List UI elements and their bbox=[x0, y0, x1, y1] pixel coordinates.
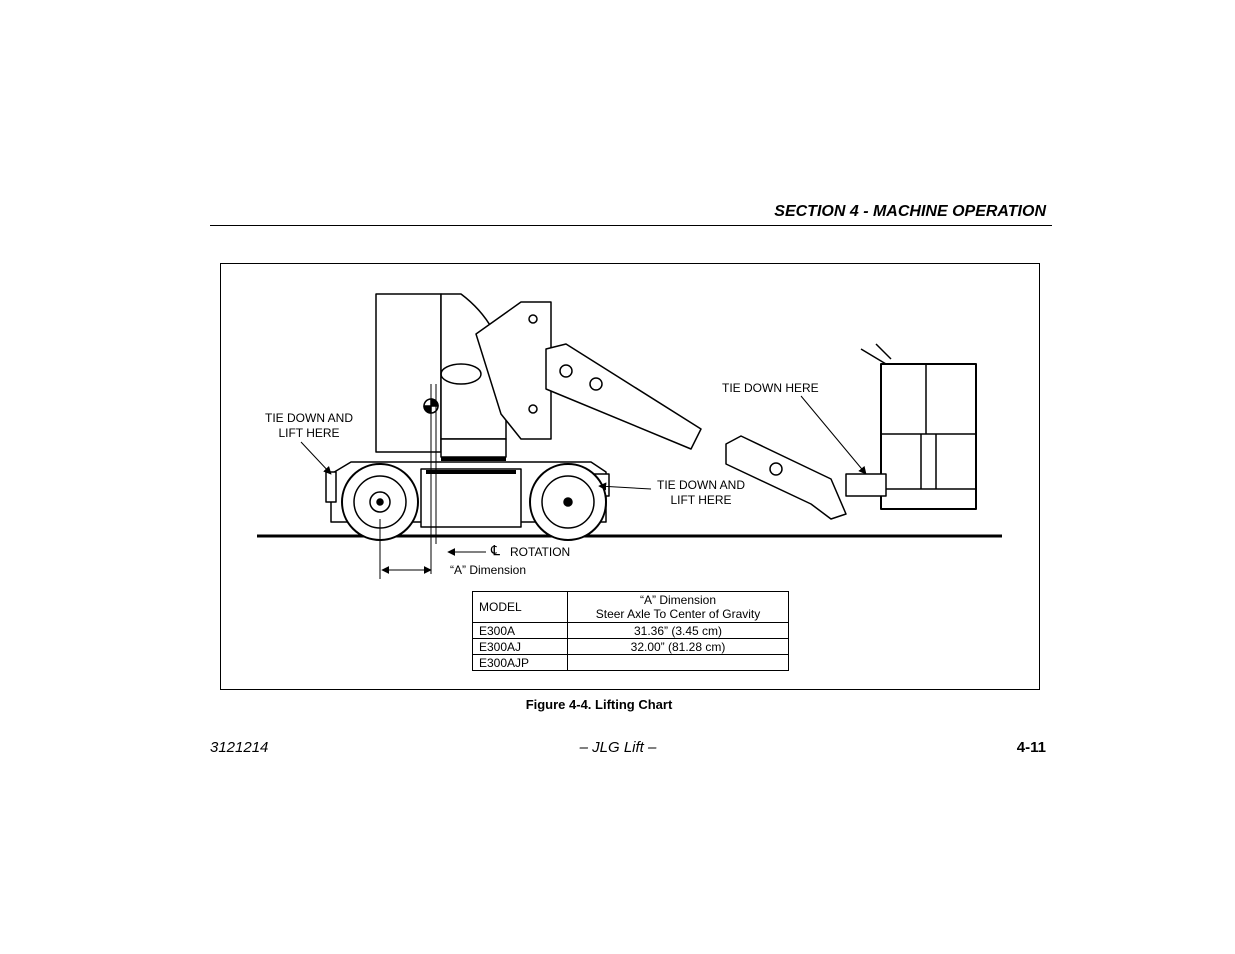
header-rule bbox=[210, 225, 1052, 226]
table-row: E300AJ 32.00” (81.28 cm) bbox=[472, 638, 789, 655]
table-row: E300A 31.36” (3.45 cm) bbox=[472, 622, 789, 639]
a-dimension-label: “A” Dimension bbox=[450, 563, 527, 577]
tie-down-here-label: TIE DOWN HERE bbox=[722, 381, 819, 395]
rotation-label: ROTATION bbox=[510, 545, 571, 559]
table-cell-model: E300A bbox=[472, 622, 568, 639]
table-cell-value: 31.36” (3.45 cm) bbox=[567, 622, 789, 639]
section-title: SECTION 4 - MACHINE OPERATION bbox=[774, 203, 1046, 220]
table-cell-value: 32.00” (81.28 cm) bbox=[567, 638, 789, 655]
tie-down-lift-right-label: TIE DOWN AND LIFT HERE bbox=[656, 478, 745, 507]
doc-number: 3121214 bbox=[210, 739, 269, 756]
table-row: E300AJP bbox=[472, 654, 789, 671]
boom-lift-drawing bbox=[257, 293, 1002, 579]
table-header-dimension: “A” Dimension Steer Axle To Center of Gr… bbox=[567, 591, 789, 623]
centerline-symbol: ℄ bbox=[491, 542, 500, 558]
table-cell-model: E300AJ bbox=[472, 638, 568, 655]
figure-caption: Figure 4-4. Lifting Chart bbox=[525, 697, 673, 712]
front-wheel bbox=[529, 463, 607, 541]
tie-down-lift-left-label: TIE DOWN AND LIFT HERE bbox=[264, 411, 353, 440]
table-cell-model: E300AJP bbox=[472, 654, 568, 671]
dimension-table: MODEL “A” Dimension Steer Axle To Center… bbox=[472, 591, 789, 671]
figure-frame: TIE DOWN AND LIFT HERE TIE DOWN HERE TIE… bbox=[220, 263, 1040, 690]
page-number: 4-11 bbox=[1016, 739, 1046, 756]
table-header-row: MODEL “A” Dimension Steer Axle To Center… bbox=[472, 591, 789, 623]
table-header-model: MODEL bbox=[472, 591, 568, 623]
footer-title: – JLG Lift – bbox=[579, 739, 657, 756]
table-cell-value bbox=[567, 654, 789, 671]
